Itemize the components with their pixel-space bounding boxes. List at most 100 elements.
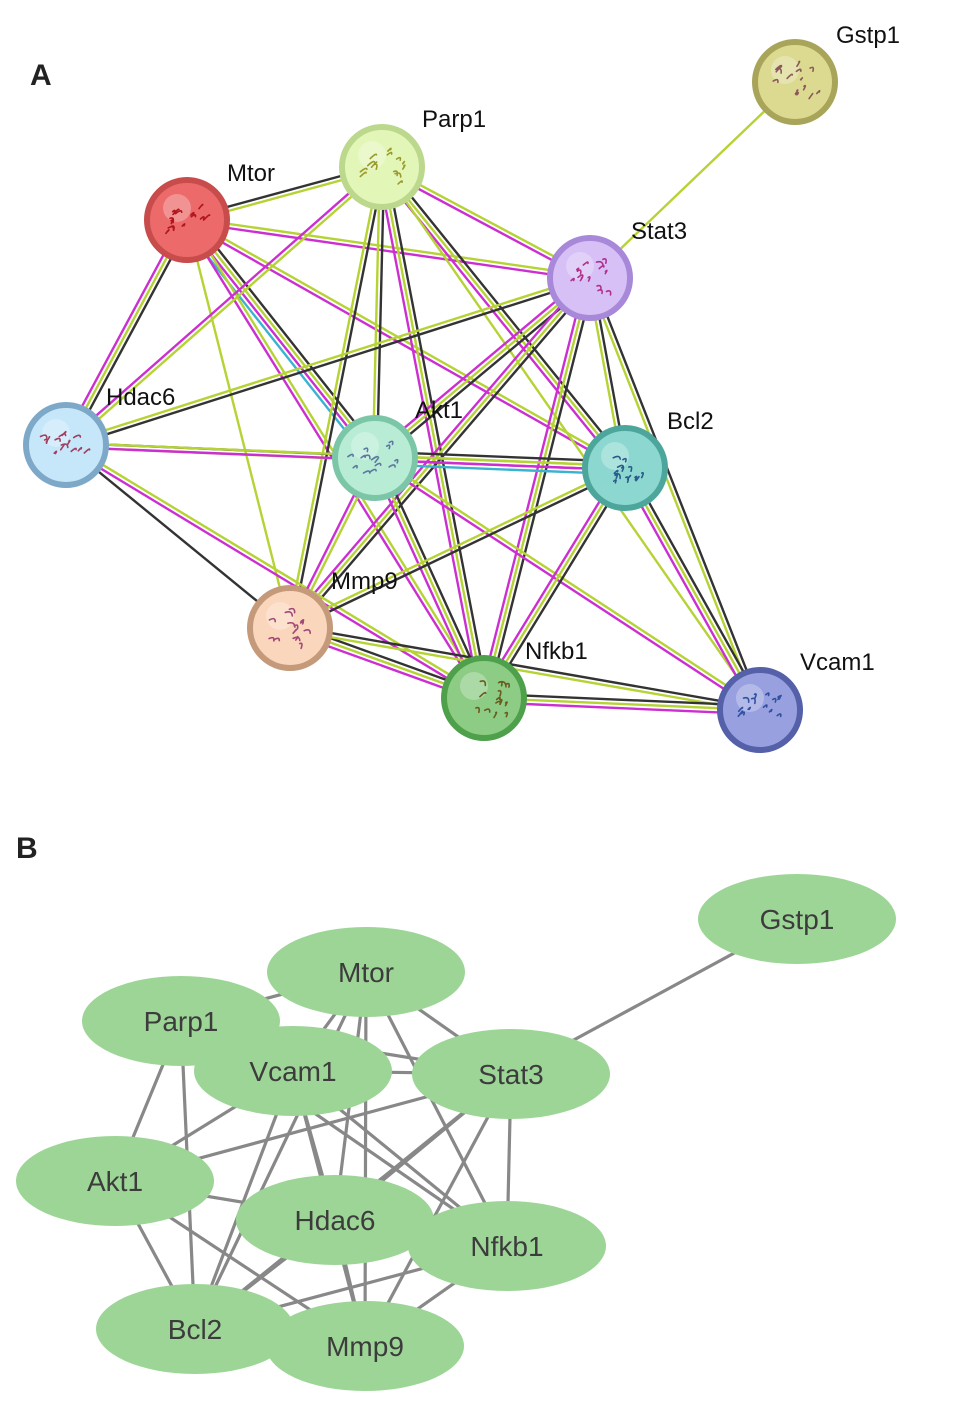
node-gstp1[interactable]: Gstp1 — [698, 874, 896, 964]
node-parp1[interactable]: Parp1 — [339, 106, 486, 210]
node-label-parp1: Parp1 — [422, 106, 486, 133]
node-label-gstp1: Gstp1 — [836, 22, 900, 49]
edge-line-coexpression — [627, 464, 765, 710]
node-label-stat3: Stat3 — [631, 218, 687, 245]
node-stat3[interactable]: Stat3 — [547, 218, 687, 321]
edge-akt1-vcam1 — [372, 455, 763, 713]
edge-line-textmining — [288, 628, 761, 714]
edge-mtor-mmp9 — [185, 218, 292, 630]
protein-structure-icon — [737, 692, 782, 718]
node-akt1[interactable]: Akt1 — [332, 397, 463, 501]
edge-nfkb1-vcam1 — [482, 692, 762, 716]
node-label-parp1: Parp1 — [144, 1006, 219, 1037]
node-highlight — [771, 56, 799, 84]
edge-line-experiments — [63, 164, 382, 445]
node-bcl2[interactable]: Bcl2 — [96, 1284, 294, 1374]
edge-line-experiments — [184, 220, 375, 461]
node-ellipse — [266, 1301, 464, 1391]
edge-line-textmining — [482, 696, 762, 712]
edge-line-textmining — [588, 80, 797, 280]
edge-line-textmining — [65, 442, 487, 698]
edge-line-experiments — [482, 700, 762, 716]
protein-structure-icon — [165, 203, 211, 235]
node-label-stat3: Stat3 — [478, 1059, 543, 1090]
node-highlight — [736, 684, 764, 712]
edge-line-coexpression — [384, 163, 630, 467]
node-circle — [752, 39, 838, 125]
edge-parp1-hdac6 — [63, 164, 385, 448]
node-vcam1[interactable]: Vcam1 — [194, 1026, 392, 1116]
edge-line-experiments — [620, 468, 758, 714]
node-nfkb1[interactable]: Nfkb1 — [408, 1201, 606, 1291]
edge-mtor-akt1 — [180, 214, 382, 464]
edge-hdac6-mmp9 — [64, 443, 292, 630]
edge-line-textmining — [482, 276, 592, 700]
edge-line-textmining — [586, 277, 760, 712]
edge-line-database — [180, 222, 372, 464]
node-ellipse — [96, 1284, 294, 1374]
node-hdac6[interactable]: Hdac6 — [23, 384, 175, 488]
protein-structure-icon — [475, 680, 510, 719]
protein-structure-icon — [268, 607, 311, 650]
edge-line-coexpression — [375, 165, 386, 460]
edge-line-coexpression — [291, 279, 595, 632]
edge-stat3-nfkb1 — [478, 275, 596, 701]
node-mtor[interactable]: Mtor — [267, 927, 465, 1017]
edge-mtor-nfkb1 — [364, 970, 509, 1248]
node-label-bcl2: Bcl2 — [667, 408, 714, 435]
node-label-mmp9: Mmp9 — [326, 1331, 404, 1362]
edge-line-textmining — [288, 276, 592, 630]
edge-hdac6-nfkb1 — [63, 442, 487, 701]
panel-a-label: A — [30, 59, 52, 92]
edge-line-textmining — [623, 466, 762, 712]
node-highlight — [351, 432, 379, 460]
node-highlight — [460, 672, 488, 700]
node-vcam1[interactable]: Vcam1 — [717, 649, 875, 753]
edge-line-textmining — [380, 165, 486, 700]
node-mtor[interactable]: Mtor — [144, 160, 275, 263]
node-hdac6[interactable]: Hdac6 — [236, 1175, 434, 1265]
edge-stat3-hdac6 — [64, 274, 592, 449]
edge-line-coexpression — [590, 276, 764, 711]
node-ellipse — [408, 1201, 606, 1291]
node-label-akt1: Akt1 — [87, 1166, 143, 1197]
protein-structure-icon — [612, 455, 645, 484]
node-circle — [144, 177, 230, 263]
node-mmp9[interactable]: Mmp9 — [247, 568, 398, 671]
protein-structure-icon — [570, 258, 612, 296]
edge-line-textmining — [64, 274, 591, 445]
node-mmp9[interactable]: Mmp9 — [266, 1301, 464, 1391]
edge-line-textmining — [373, 456, 486, 700]
node-circle — [582, 425, 668, 511]
edge-gstp1-stat3 — [588, 80, 797, 280]
edge-line-coexpression — [290, 166, 386, 630]
node-ellipse — [16, 1136, 214, 1226]
edge-mtor-mmp9 — [363, 970, 368, 1348]
node-circle — [339, 124, 425, 210]
edge-mtor-stat3 — [185, 216, 592, 282]
node-label-mtor: Mtor — [227, 160, 275, 187]
edge-stat3-mmp9 — [363, 1072, 513, 1348]
edge-parp1-akt1 — [371, 165, 386, 460]
node-bcl2[interactable]: Bcl2 — [582, 408, 714, 511]
protein-structure-icon — [347, 440, 399, 474]
node-highlight — [42, 419, 70, 447]
node-akt1[interactable]: Akt1 — [16, 1136, 214, 1226]
node-highlight — [358, 141, 386, 169]
edge-line-textmining — [482, 466, 627, 700]
node-circle — [441, 655, 527, 741]
edge-line-textmining — [380, 165, 762, 712]
node-highlight — [266, 602, 294, 630]
edge-parp1-mmp9 — [286, 165, 386, 630]
node-nfkb1[interactable]: Nfkb1 — [441, 638, 588, 741]
edge-line-experiments — [478, 275, 588, 699]
edge-line-experiments — [376, 166, 482, 700]
node-highlight — [601, 442, 629, 470]
node-gstp1[interactable]: Gstp1 — [752, 22, 900, 125]
node-label-vcam1: Vcam1 — [800, 649, 875, 676]
node-label-vcam1: Vcam1 — [249, 1056, 336, 1087]
node-stat3[interactable]: Stat3 — [412, 1029, 610, 1119]
edge-line-experiments — [185, 220, 591, 282]
